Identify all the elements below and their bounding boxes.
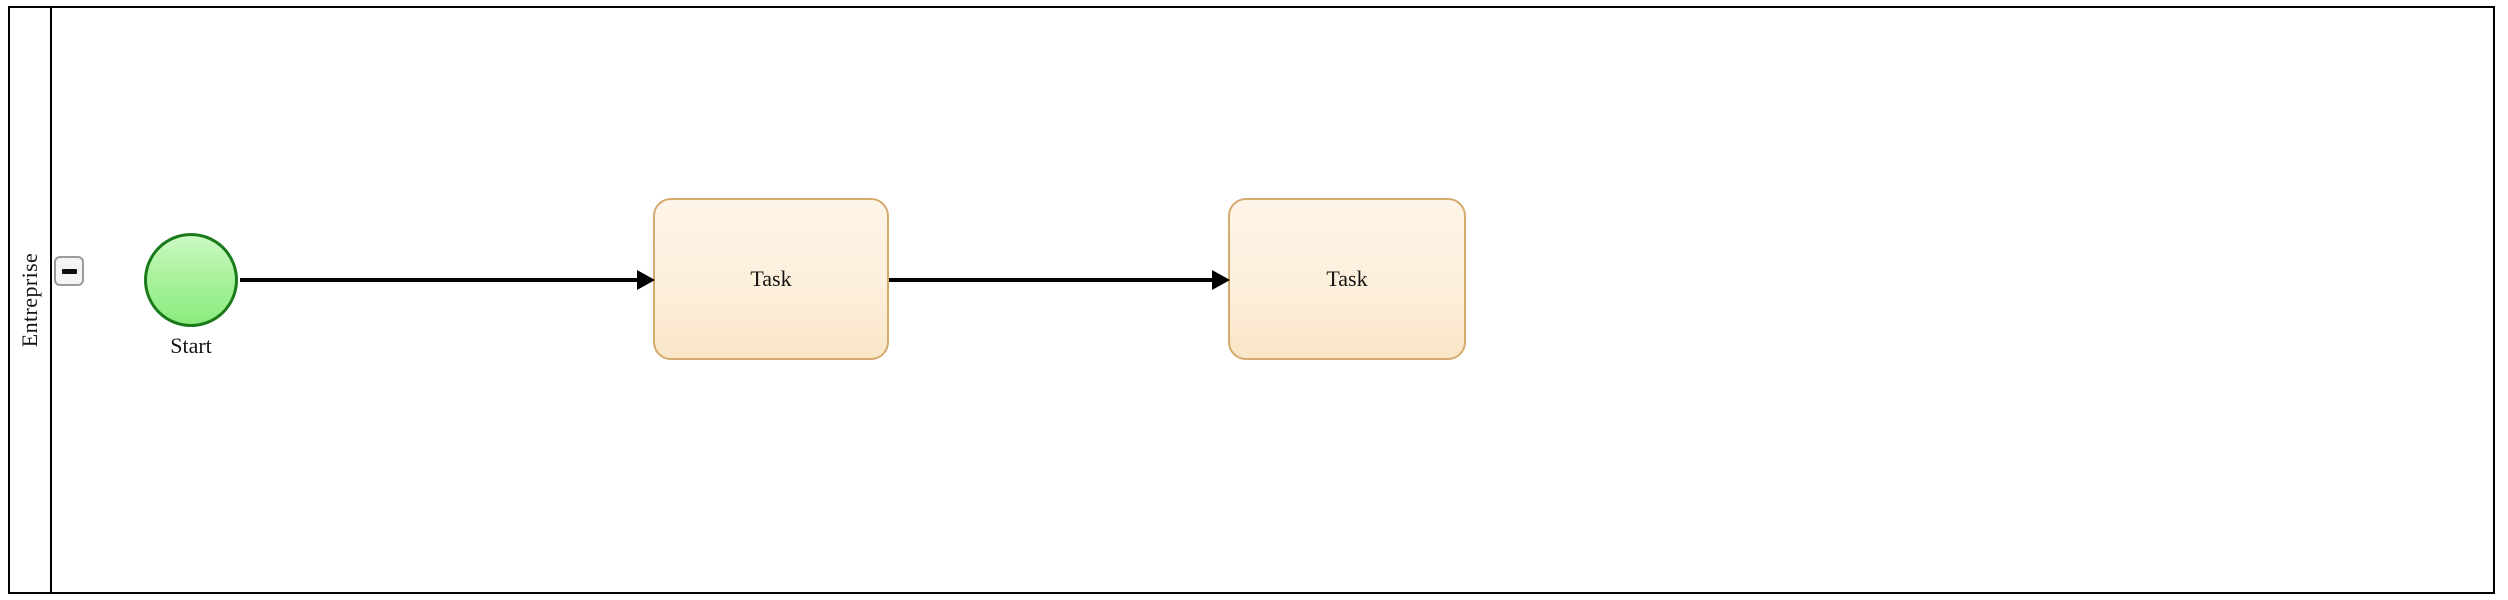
start-event-circle bbox=[144, 233, 238, 327]
arrowhead-icon bbox=[1212, 270, 1230, 290]
flow-line bbox=[240, 278, 637, 282]
sequence-flow-task-1-to-task-2[interactable] bbox=[889, 270, 1230, 290]
task-node-2[interactable]: Task bbox=[1228, 198, 1466, 360]
sequence-flow-start-to-task-1[interactable] bbox=[240, 270, 655, 290]
start-event-label: Start bbox=[170, 333, 212, 358]
task-node-1[interactable]: Task bbox=[653, 198, 889, 360]
task-node-2-label: Task bbox=[1326, 266, 1368, 291]
pool-name-label: Entreprise bbox=[17, 252, 42, 348]
minus-icon bbox=[61, 268, 77, 274]
pool-header[interactable]: Entreprise bbox=[10, 8, 52, 592]
task-node-1-label: Task bbox=[750, 266, 792, 291]
pool-collapse-button[interactable] bbox=[54, 256, 84, 286]
flow-line bbox=[889, 278, 1212, 282]
start-event[interactable]: Start bbox=[144, 233, 238, 358]
arrowhead-icon bbox=[637, 270, 655, 290]
